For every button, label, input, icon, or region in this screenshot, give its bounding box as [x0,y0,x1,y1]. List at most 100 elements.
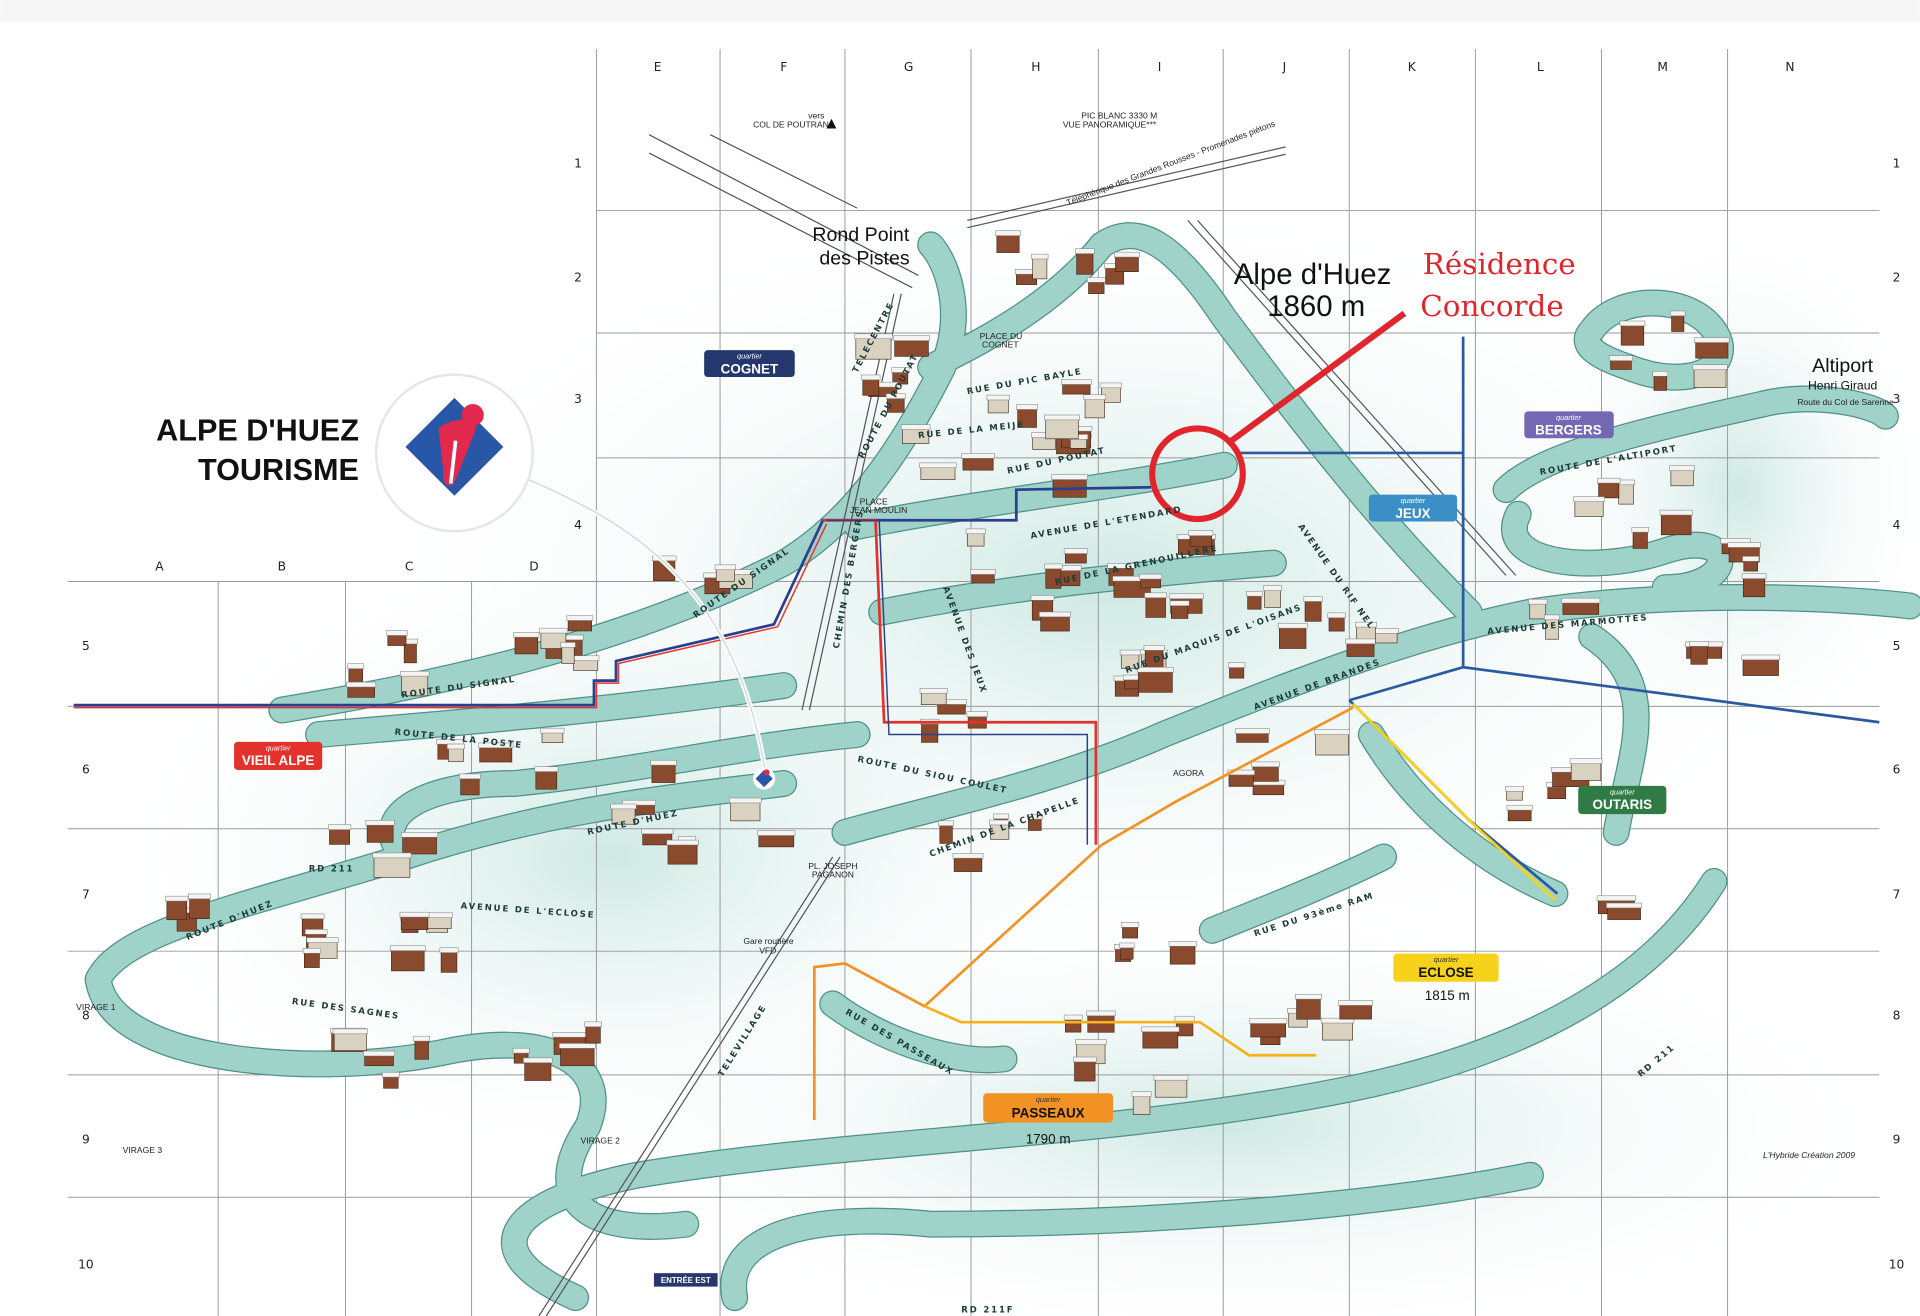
building [1345,638,1376,657]
road [1574,290,1733,390]
building [1569,758,1603,781]
row-label: 5 [1893,639,1901,653]
building [459,773,481,796]
building [1249,1018,1288,1038]
building [952,853,984,872]
building [1631,527,1649,549]
entree-est-badge [653,1273,718,1287]
agora-label: AGORA [1173,768,1204,778]
road [306,673,796,747]
building [1573,496,1605,517]
row-label: 9 [1893,1132,1901,1146]
virage-3-label: VIRAGE 3 [123,1145,163,1155]
building [1354,621,1377,644]
building [1597,477,1621,499]
row-label: 7 [82,888,90,902]
column-label: B [278,559,286,573]
resort-altitude: 1860 m [1267,290,1365,323]
building [900,424,931,444]
place-jean-moulin-label: PLACE [860,496,888,506]
road [502,869,1727,1310]
building [1141,1026,1180,1049]
building [1136,667,1174,693]
building [566,615,594,632]
column-label: L [1537,60,1544,74]
row-label: 4 [1893,518,1901,532]
building [1741,573,1767,598]
road [1493,386,1898,502]
building [1246,591,1263,610]
route-lines [73,336,1880,1121]
building [1168,941,1197,965]
building [714,564,736,582]
building [165,895,189,921]
passeaux-altitude: 1790 m [1026,1131,1071,1146]
brand-title-line1: ALPE D'HUEZ [156,414,359,448]
building [1044,414,1080,440]
tourism-office-callout [374,373,776,790]
building [389,945,426,972]
building [513,632,540,655]
building [382,1071,400,1089]
building [560,642,576,664]
building [1327,612,1346,632]
place-cognet-label: PLACE DU [980,331,1023,341]
column-label: E [654,60,662,74]
building [1263,585,1283,608]
building [1063,1014,1083,1033]
building [970,569,996,584]
building [1113,251,1140,272]
building [988,819,1011,840]
building [1251,761,1280,782]
row-label: 5 [82,639,90,653]
col-sarenne-label: Route du Col de Sarenne [1797,397,1894,407]
building [1119,942,1135,960]
brand-title-line2: TOURISME [198,453,359,487]
badge-name: OUTARIS [1593,797,1653,812]
row-label: 2 [1893,271,1901,285]
grid-column-labels: E F G H I J K L M N A B C D [155,60,1794,573]
building [986,394,1010,414]
place-jean-moulin-sublabel: JEAN MOULIN [850,505,907,515]
pl-paganon-label: PL. JOSEPH [808,861,857,871]
building [891,367,910,385]
road [1502,501,1733,600]
building [363,1050,395,1067]
building [1119,649,1141,669]
building [399,911,430,930]
building [995,230,1021,253]
resort-name: Alpe d'Huez [1234,258,1391,291]
building [1277,622,1308,649]
building [729,797,762,822]
building [327,824,352,845]
row-label: 6 [82,763,90,777]
building [1188,530,1214,547]
building [1153,1075,1189,1098]
badge-sub: quartier [1401,496,1426,505]
building [1031,253,1049,280]
building [512,1047,530,1064]
badge-name: PASSEAUX [1012,1106,1085,1121]
road [85,967,699,1239]
building [650,759,677,783]
building [347,663,365,686]
building [1652,371,1669,391]
gare-routiere-sublabel: VFD [759,946,776,956]
residence-concorde-marker [1149,310,1407,523]
column-label: A [155,559,164,573]
building [365,820,395,843]
column-label: I [1158,60,1162,74]
building [1073,1056,1097,1082]
building [1689,641,1709,665]
building [919,688,948,706]
building [1606,902,1643,920]
building [188,893,211,920]
